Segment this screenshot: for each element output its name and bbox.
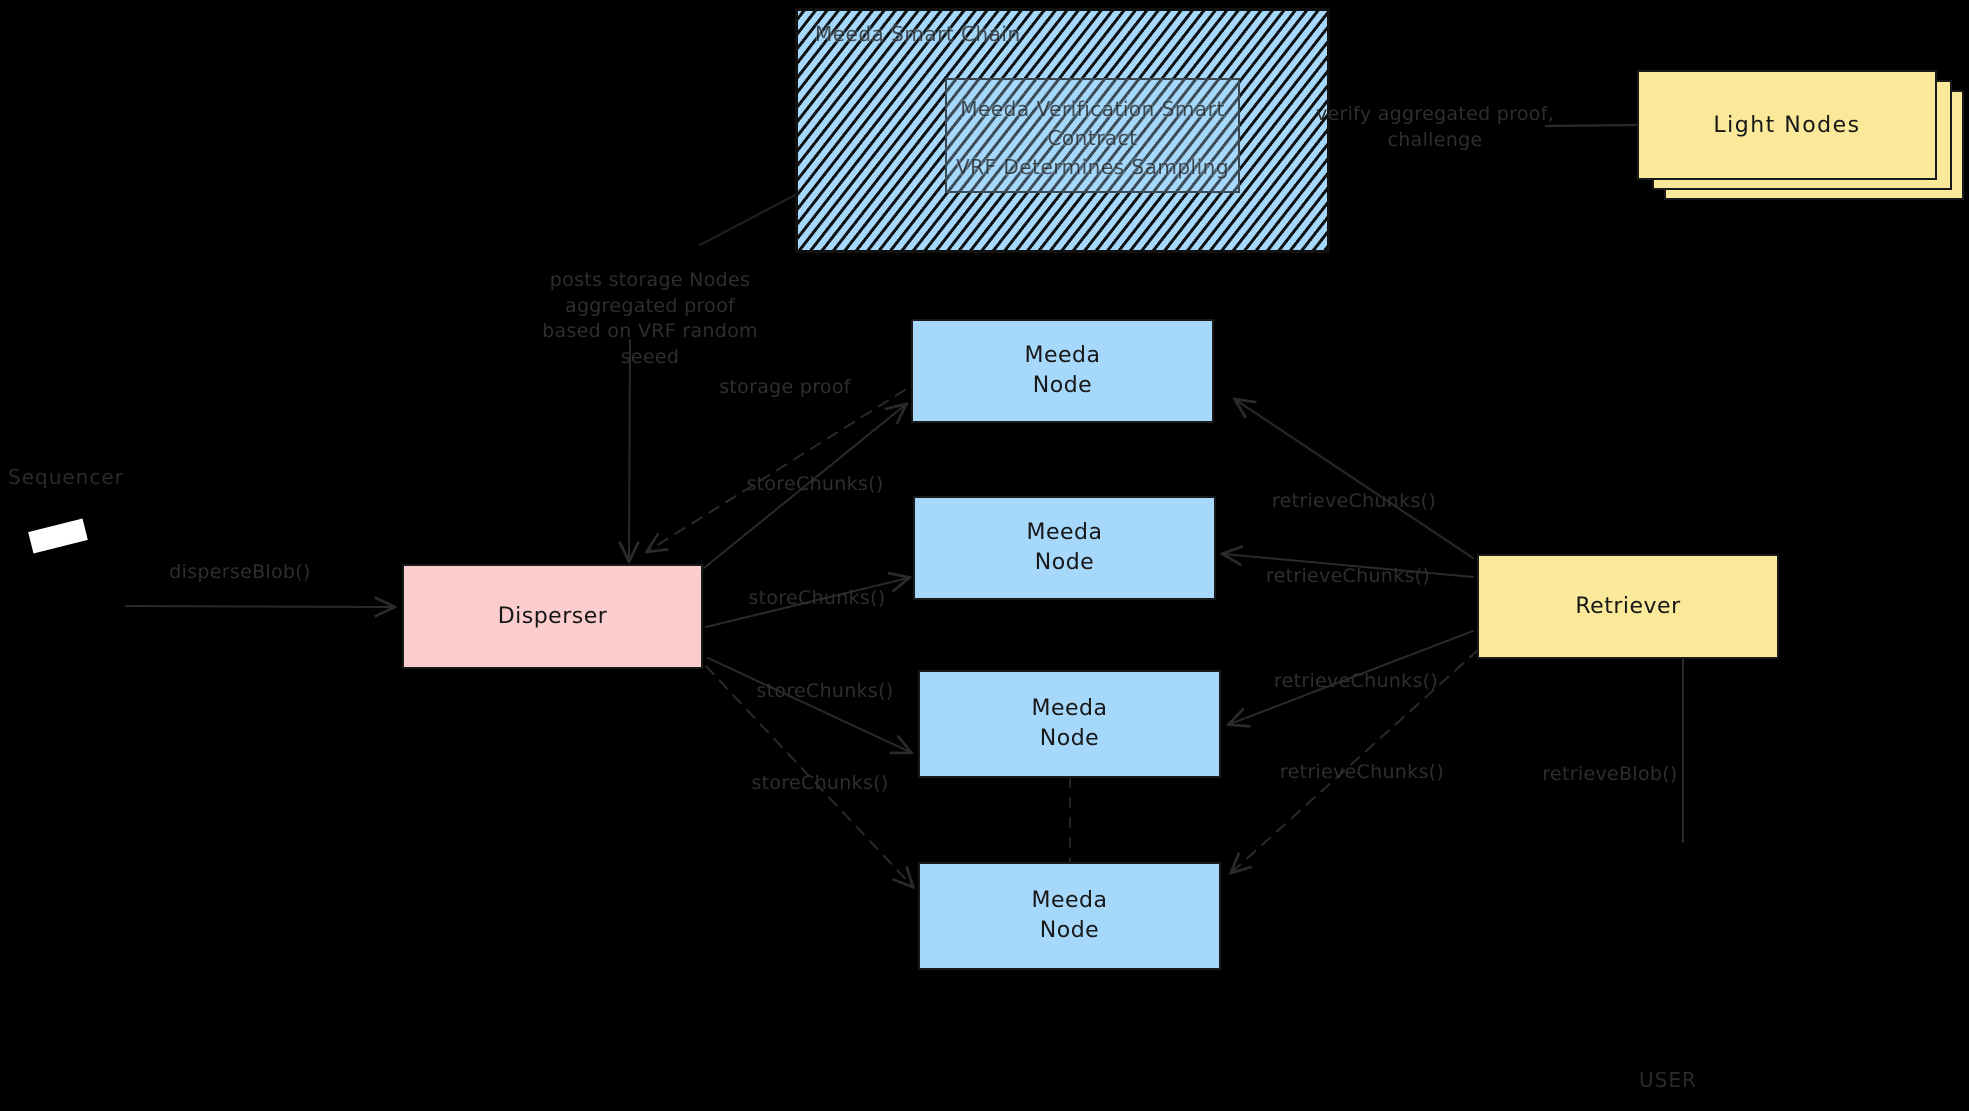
edge-retrieve-chunks-2 — [1224, 554, 1474, 578]
edge-label-store-chunks-2: storeChunks() — [748, 587, 886, 609]
edge-posts-proof — [629, 339, 630, 560]
edge-store-chunks-1 — [703, 405, 905, 569]
edge-label-verify-challenge: verify aggregated proof, challenge — [1315, 103, 1555, 151]
edge-label-retrieve-chunks-2: retrieveChunks() — [1265, 565, 1431, 587]
meeda-node-2-label: Meeda Node — [1026, 520, 1103, 575]
meeda-smart-chain-label: Meeda Smart Chain — [815, 22, 1021, 46]
meeda-node-1[interactable]: Meeda Node — [911, 319, 1214, 423]
edge-disperse-blob — [125, 606, 393, 607]
meeda-node-1-label: Meeda Node — [1024, 343, 1101, 398]
edge-store-chunks-4 — [705, 665, 912, 886]
meeda-verification-contract-label: Meeda Verification Smart Contract VRF De… — [955, 97, 1230, 179]
edge-label-store-chunks-1: storeChunks() — [746, 473, 884, 495]
edge-label-disperse-blob: disperseBlob() — [169, 561, 311, 583]
edge-retrieve-chunks-1 — [1236, 400, 1474, 559]
edge-verify-challenge — [1544, 123, 1638, 128]
retriever-box[interactable]: Retriever — [1477, 554, 1779, 659]
meeda-node-4-label: Meeda Node — [1031, 888, 1108, 943]
light-nodes-box[interactable]: Light Nodes — [1637, 70, 1937, 180]
edge-store-chunks-3 — [707, 657, 910, 752]
meeda-verification-contract-box[interactable] — [945, 78, 1240, 193]
meeda-smart-chain-box[interactable] — [795, 8, 1330, 253]
retriever-label: Retriever — [1575, 593, 1681, 619]
sequencer-label: Sequencer — [8, 465, 124, 489]
edge-retrieve-chunks-3 — [1230, 630, 1474, 724]
disperser-label: Disperser — [497, 603, 608, 629]
edge-label-retrieve-blob: retrieveBlob() — [1542, 763, 1678, 785]
meeda-node-3[interactable]: Meeda Node — [918, 670, 1221, 778]
edge-retrieve-chunks-4 — [1232, 649, 1479, 872]
edge-label-retrieve-chunks-3: retrieveChunks() — [1273, 670, 1439, 692]
light-nodes-label: Light Nodes — [1713, 112, 1861, 138]
edge-label-store-chunks-3: storeChunks() — [756, 680, 894, 702]
edge-label-retrieve-chunks-4: retrieveChunks() — [1279, 761, 1445, 783]
edge-label-store-chunks-4: storeChunks() — [751, 772, 889, 794]
edge-storage-proof — [648, 389, 906, 551]
meeda-node-2[interactable]: Meeda Node — [913, 496, 1216, 600]
edge-store-chunks-2 — [705, 578, 908, 628]
edge-label-retrieve-chunks-1: retrieveChunks() — [1271, 490, 1437, 512]
edge-label-posts-proof: posts storage Nodes aggregated proof bas… — [542, 269, 758, 368]
disperser-box[interactable]: Disperser — [402, 564, 703, 669]
meeda-node-4[interactable]: Meeda Node — [918, 862, 1221, 970]
meeda-node-3-label: Meeda Node — [1031, 696, 1108, 751]
user-label: USER — [1639, 1068, 1697, 1092]
edge-label-storage-proof: storage proof — [719, 376, 851, 398]
edge-chain-connector — [698, 193, 797, 247]
